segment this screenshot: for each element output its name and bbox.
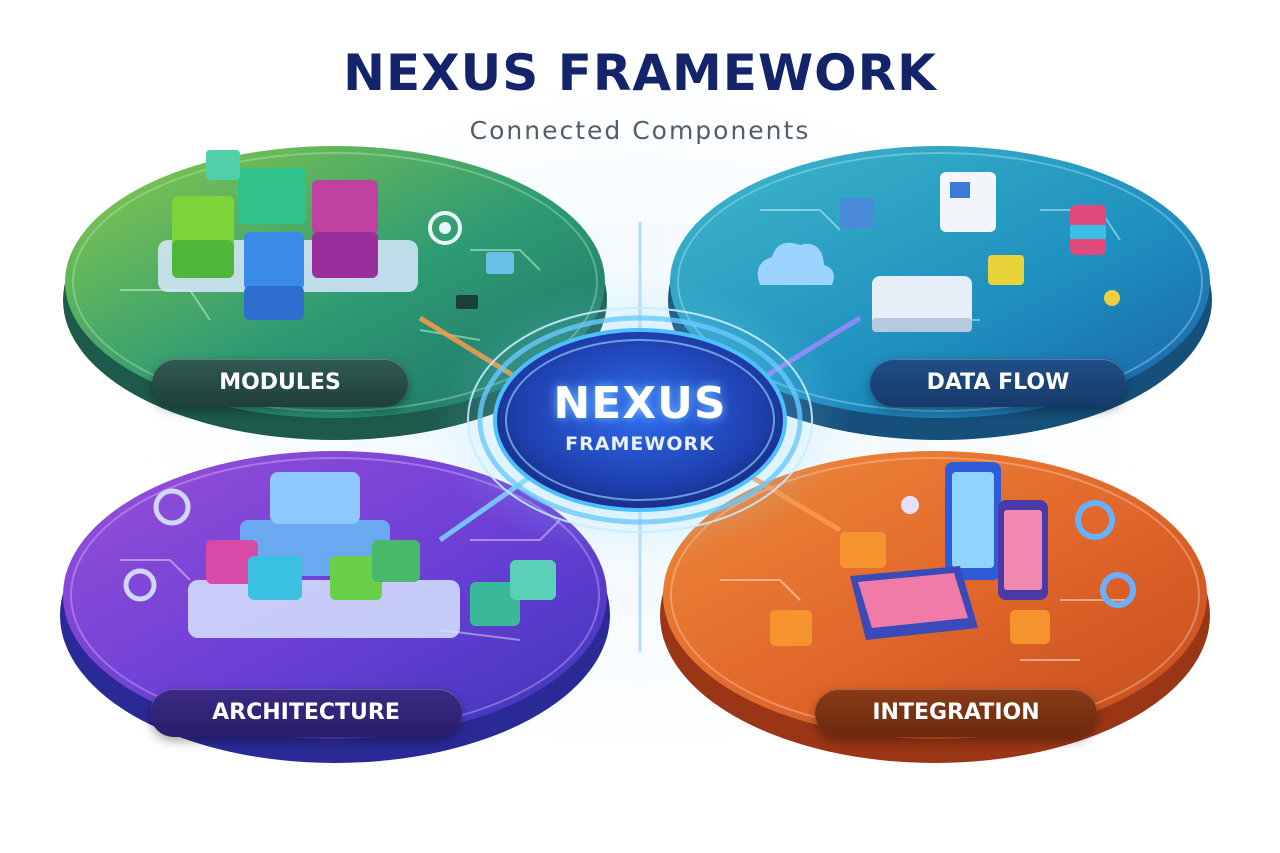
modules-label: MODULES <box>152 359 408 407</box>
hub-core <box>430 280 850 560</box>
data-flow-label: DATA FLOW <box>870 359 1126 407</box>
devices-gears-icon <box>770 462 1136 646</box>
integration-label: INTEGRATION <box>815 689 1097 737</box>
stacked-module-cubes-icon <box>158 150 514 320</box>
server-cloud-database-icon <box>757 172 1120 332</box>
diagram-title: NEXUS FRAMEWORK <box>343 44 937 102</box>
layered-blocks-icon <box>123 472 556 638</box>
hub-title: NEXUS <box>553 378 727 429</box>
architecture-label: ARCHITECTURE <box>150 689 462 737</box>
diagram-subtitle: Connected Components <box>469 116 811 145</box>
hub-subtitle: FRAMEWORK <box>565 433 715 455</box>
